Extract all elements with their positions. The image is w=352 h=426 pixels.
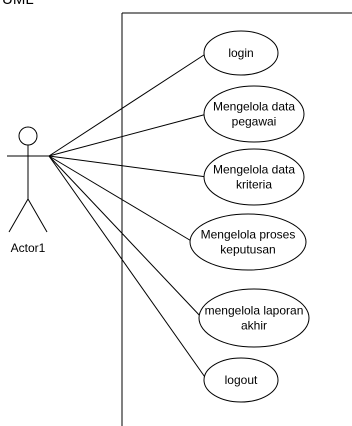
use-case-ellipse xyxy=(203,148,305,206)
use-case-ellipse xyxy=(203,357,279,403)
use-case-label-line: akhir xyxy=(241,319,267,333)
use-case-label-line: login xyxy=(228,46,253,60)
actor-left-leg xyxy=(8,198,29,233)
association-line-mengelola-data-pegawai xyxy=(48,113,208,157)
use-case-ellipse xyxy=(189,213,307,271)
use-case-logout[interactable]: logout xyxy=(203,357,279,403)
association-line-login xyxy=(48,52,208,157)
association-line-mengelola-proses-keputusan xyxy=(48,155,194,243)
use-case-label-line: Mengelola proses xyxy=(201,228,296,242)
association-line-logout xyxy=(48,155,208,381)
use-case-label-line: keputusan xyxy=(220,243,275,257)
use-case-label-line: logout xyxy=(225,373,258,387)
use-case-label-line: Mengelola data xyxy=(213,100,295,114)
associations xyxy=(48,52,208,381)
use-case-label-line: kriteria xyxy=(236,178,272,192)
use-case-ellipse xyxy=(198,288,310,348)
use-case-ellipse xyxy=(203,85,305,143)
cropped-top-label: UML xyxy=(0,0,60,14)
actor-name: Actor1 xyxy=(11,241,46,255)
use-case-ellipse xyxy=(203,30,279,76)
actor-right-leg xyxy=(27,198,48,233)
use-case-label-line: Mengelola data xyxy=(213,163,295,177)
actor-head xyxy=(18,126,38,146)
use-case-label-line: mengelola laporan xyxy=(205,304,304,318)
association-line-mengelola-laporan-akhir xyxy=(48,155,203,319)
actor-figure[interactable]: Actor1 xyxy=(7,126,49,255)
use-case-label-line: pegawai xyxy=(232,115,277,129)
system-boundary xyxy=(121,12,352,426)
cropped-top-label-text: UML xyxy=(2,0,34,8)
use-case-login[interactable]: login xyxy=(203,30,279,76)
association-line-mengelola-data-kriteria xyxy=(48,155,208,178)
